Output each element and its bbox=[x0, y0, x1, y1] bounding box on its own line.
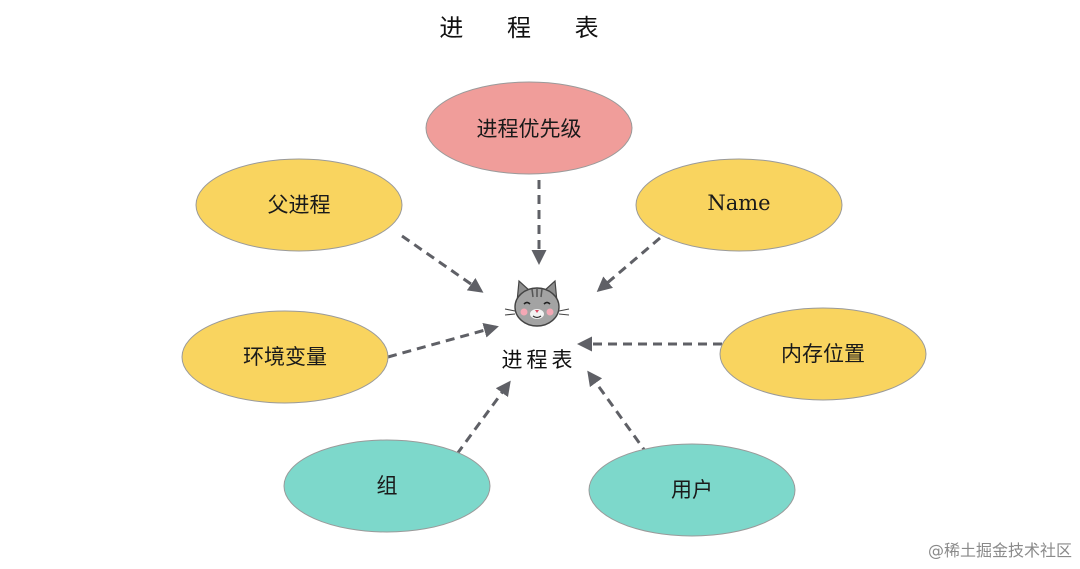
node-parent-label: 父进程 bbox=[268, 193, 331, 217]
node-group: 组 bbox=[284, 440, 490, 532]
center-label: 进程表 bbox=[502, 348, 577, 372]
arrow-parent-to-center bbox=[402, 236, 481, 291]
node-group-label: 组 bbox=[377, 474, 398, 498]
node-user-label: 用户 bbox=[671, 478, 713, 502]
arrow-env-to-center bbox=[388, 327, 496, 357]
arrow-name-to-center bbox=[599, 238, 660, 290]
node-parent: 父进程 bbox=[196, 159, 402, 251]
node-env-label: 环境变量 bbox=[243, 345, 327, 369]
node-memory-label: 内存位置 bbox=[781, 342, 865, 366]
node-priority-label: 进程优先级 bbox=[477, 117, 582, 141]
arrow-group-to-center bbox=[457, 383, 509, 454]
cat-face-icon bbox=[505, 281, 569, 326]
node-memory: 内存位置 bbox=[720, 308, 926, 400]
diagram-title: 进 程 表 bbox=[439, 14, 616, 42]
node-user: 用户 bbox=[589, 444, 795, 536]
arrow-user-to-center bbox=[589, 373, 648, 455]
node-priority: 进程优先级 bbox=[426, 82, 632, 174]
node-name-label: Name bbox=[707, 191, 770, 215]
node-env: 环境变量 bbox=[182, 311, 388, 403]
node-name: Name bbox=[636, 159, 842, 251]
watermark: @稀土掘金技术社区 bbox=[928, 537, 1072, 561]
